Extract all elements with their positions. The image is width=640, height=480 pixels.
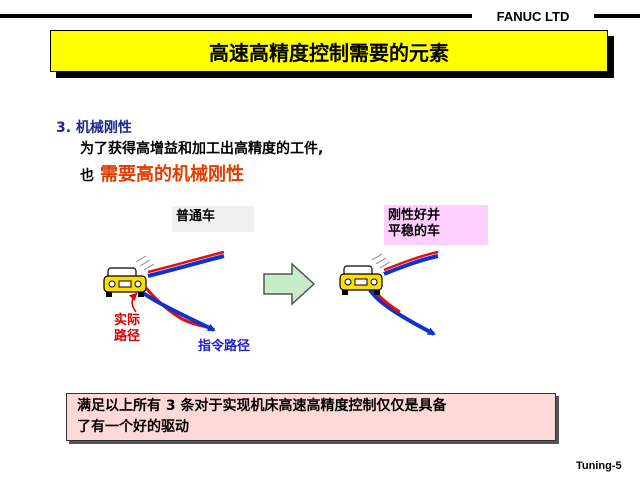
header-rule-right bbox=[594, 14, 640, 18]
actual-path-label-line1: 实际 bbox=[113, 313, 140, 328]
rigid-car-label-line2: 平稳的车 bbox=[388, 224, 441, 239]
page-title: 高速高精度控制需要的元素 bbox=[50, 30, 608, 72]
body-line-2-prefix: 也 bbox=[80, 168, 94, 184]
normal-command-path-lower bbox=[140, 290, 216, 332]
actual-pointer-arrow bbox=[128, 292, 138, 313]
normal-car-label: 普通车 bbox=[172, 206, 254, 232]
normal-actual-path-upper bbox=[147, 250, 225, 274]
rigid-car-icon bbox=[339, 265, 383, 295]
motion-lines-right bbox=[371, 253, 391, 269]
normal-command-path bbox=[147, 254, 225, 278]
summary-note-line1: 满足以上所有 3 条对于实现机床高速高精度控制仅仅是具备 bbox=[77, 398, 447, 414]
rigid-car-label-line1: 刚性好并 bbox=[388, 208, 441, 223]
transition-arrow bbox=[263, 262, 316, 306]
body-line-2-emphasis: 需要高的机械刚性 bbox=[100, 164, 244, 185]
command-path-label: 指令路径 bbox=[198, 339, 251, 354]
summary-note-line2: 了有一个好的驱动 bbox=[77, 419, 189, 435]
rigid-actual-path-upper bbox=[383, 250, 439, 272]
body-line-1: 为了获得高增益和加工出高精度的工件, bbox=[80, 141, 324, 157]
brand-label: FANUC LTD bbox=[496, 9, 570, 24]
header-rule-left bbox=[0, 14, 472, 18]
body-line-2: 也需要高的机械刚性 bbox=[80, 160, 244, 186]
rigid-command-path bbox=[383, 254, 439, 276]
rigid-car-diagram bbox=[339, 250, 439, 336]
summary-note: 满足以上所有 3 条对于实现机床高速高精度控制仅仅是具备 了有一个好的驱动 bbox=[66, 393, 556, 441]
normal-car-icon bbox=[103, 267, 147, 297]
rigid-car-label: 刚性好并 平稳的车 bbox=[384, 205, 488, 245]
page-tag: Tuning-5 bbox=[576, 460, 622, 472]
motion-lines-left bbox=[135, 255, 155, 271]
normal-actual-path-lower bbox=[144, 287, 213, 330]
rigid-command-path-lower bbox=[368, 288, 436, 336]
actual-path-label: 实际 路径 bbox=[110, 313, 144, 345]
section-heading: 3. 机械刚性 bbox=[56, 120, 132, 136]
normal-car-diagram bbox=[103, 250, 225, 332]
actual-path-label-line2: 路径 bbox=[113, 329, 140, 344]
